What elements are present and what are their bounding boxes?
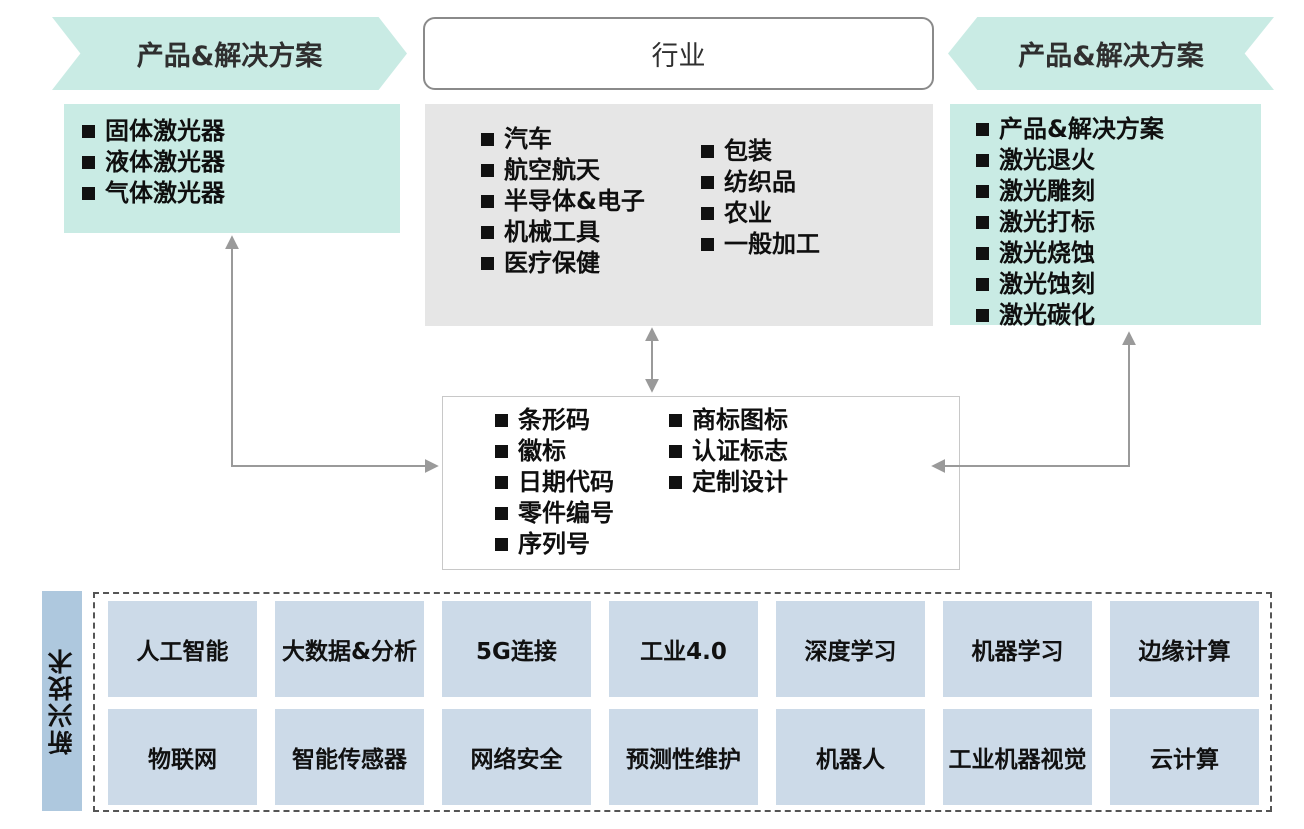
left-connector-arrow <box>225 235 439 473</box>
bullet-square-icon <box>481 226 494 239</box>
tech-tile: 人工智能 <box>108 601 257 697</box>
tech-tile: 预测性维护 <box>609 709 758 805</box>
bullet-square-icon <box>481 164 494 177</box>
tech-tile: 机器人 <box>776 709 925 805</box>
list-item: 徽标 <box>495 436 614 467</box>
list-item: 液体激光器 <box>82 147 225 178</box>
tech-tile: 边缘计算 <box>1110 601 1259 697</box>
right-connector-arrow <box>931 331 1136 473</box>
bullet-square-icon <box>976 309 989 322</box>
marking-list-col2: 商标图标 认证标志 定制设计 <box>669 405 788 498</box>
tech-tile: 工业4.0 <box>609 601 758 697</box>
bullet-square-icon <box>976 154 989 167</box>
tech-tile: 智能传感器 <box>275 709 424 805</box>
bullet-square-icon <box>481 195 494 208</box>
list-item: 半导体&电子 <box>481 186 645 217</box>
right-header-label: 产品&解决方案 <box>1018 41 1204 72</box>
laser-processes-box: 产品&解决方案 激光退火 激光雕刻 激光打标 激光烧蚀 激光蚀刻 激光碳化 <box>950 104 1261 329</box>
marking-list-col1: 条形码 徽标 日期代码 零件编号 序列号 <box>495 405 614 560</box>
bullet-square-icon <box>495 476 508 489</box>
marking-content-box: 条形码 徽标 日期代码 零件编号 序列号 商标图标 认证标志 定制设计 <box>442 396 960 570</box>
list-item: 激光打标 <box>976 207 1164 238</box>
bullet-square-icon <box>669 476 682 489</box>
bullet-square-icon <box>495 538 508 551</box>
list-item: 激光退火 <box>976 145 1164 176</box>
bullet-square-icon <box>976 216 989 229</box>
list-item: 认证标志 <box>669 436 788 467</box>
bullet-square-icon <box>495 507 508 520</box>
laser-types-list: 固体激光器 液体激光器 气体激光器 <box>82 116 225 209</box>
tech-tile: 大数据&分析 <box>275 601 424 697</box>
list-item: 航空航天 <box>481 155 645 186</box>
bullet-square-icon <box>82 187 95 200</box>
emerging-tech-frame <box>93 592 1272 812</box>
emerging-tech-label: 新兴技术 <box>42 591 82 811</box>
bullet-square-icon <box>481 257 494 270</box>
list-item: 激光烧蚀 <box>976 238 1164 269</box>
list-item: 纺织品 <box>701 167 820 198</box>
center-header-label: 行业 <box>651 41 706 72</box>
list-item: 激光碳化 <box>976 300 1164 331</box>
list-item: 零件编号 <box>495 498 614 529</box>
bullet-square-icon <box>82 156 95 169</box>
industries-list-col2: 包装 纺织品 农业 一般加工 <box>701 136 820 260</box>
list-item: 医疗保健 <box>481 248 645 279</box>
list-item: 机械工具 <box>481 217 645 248</box>
list-item: 一般加工 <box>701 229 820 260</box>
list-item: 条形码 <box>495 405 614 436</box>
list-item: 固体激光器 <box>82 116 225 147</box>
list-item: 汽车 <box>481 124 645 155</box>
left-header-banner: 产品&解决方案 <box>52 17 407 90</box>
right-header-banner: 产品&解决方案 <box>948 17 1274 90</box>
list-item: 包装 <box>701 136 820 167</box>
bullet-square-icon <box>701 238 714 251</box>
list-item: 序列号 <box>495 529 614 560</box>
bullet-square-icon <box>976 247 989 260</box>
bullet-square-icon <box>701 145 714 158</box>
laser-types-box: 固体激光器 液体激光器 气体激光器 <box>64 104 400 233</box>
bullet-square-icon <box>82 125 95 138</box>
tech-tile: 深度学习 <box>776 601 925 697</box>
bullet-square-icon <box>669 445 682 458</box>
list-item: 激光雕刻 <box>976 176 1164 207</box>
bullet-square-icon <box>976 123 989 136</box>
bullet-square-icon <box>701 176 714 189</box>
list-item: 激光蚀刻 <box>976 269 1164 300</box>
list-item: 日期代码 <box>495 467 614 498</box>
bullet-square-icon <box>976 185 989 198</box>
bullet-square-icon <box>481 133 494 146</box>
industries-box: 汽车 航空航天 半导体&电子 机械工具 医疗保健 包装 纺织品 农业 一般加工 <box>425 104 933 326</box>
list-item: 产品&解决方案 <box>976 114 1164 145</box>
list-item: 商标图标 <box>669 405 788 436</box>
list-item: 农业 <box>701 198 820 229</box>
bullet-square-icon <box>701 207 714 220</box>
emerging-tech-label-text: 新兴技术 <box>47 647 76 755</box>
left-header-label: 产品&解决方案 <box>136 41 323 72</box>
bullet-square-icon <box>976 278 989 291</box>
bullet-square-icon <box>669 414 682 427</box>
list-item: 定制设计 <box>669 467 788 498</box>
bullet-square-icon <box>495 414 508 427</box>
center-header-banner: 行业 <box>423 17 934 90</box>
laser-processes-list: 产品&解决方案 激光退火 激光雕刻 激光打标 激光烧蚀 激光蚀刻 激光碳化 <box>976 114 1164 331</box>
tech-tile: 物联网 <box>108 709 257 805</box>
tech-tile: 云计算 <box>1110 709 1259 805</box>
emerging-tech-grid: 人工智能 大数据&分析 5G连接 工业4.0 深度学习 机器学习 边缘计算 物联… <box>108 601 1259 805</box>
tech-tile: 网络安全 <box>442 709 591 805</box>
list-item: 气体激光器 <box>82 178 225 209</box>
tech-tile: 5G连接 <box>442 601 591 697</box>
tech-tile: 机器学习 <box>943 601 1092 697</box>
industries-list-col1: 汽车 航空航天 半导体&电子 机械工具 医疗保健 <box>481 124 645 279</box>
tech-tile: 工业机器视觉 <box>943 709 1092 805</box>
bullet-square-icon <box>495 445 508 458</box>
